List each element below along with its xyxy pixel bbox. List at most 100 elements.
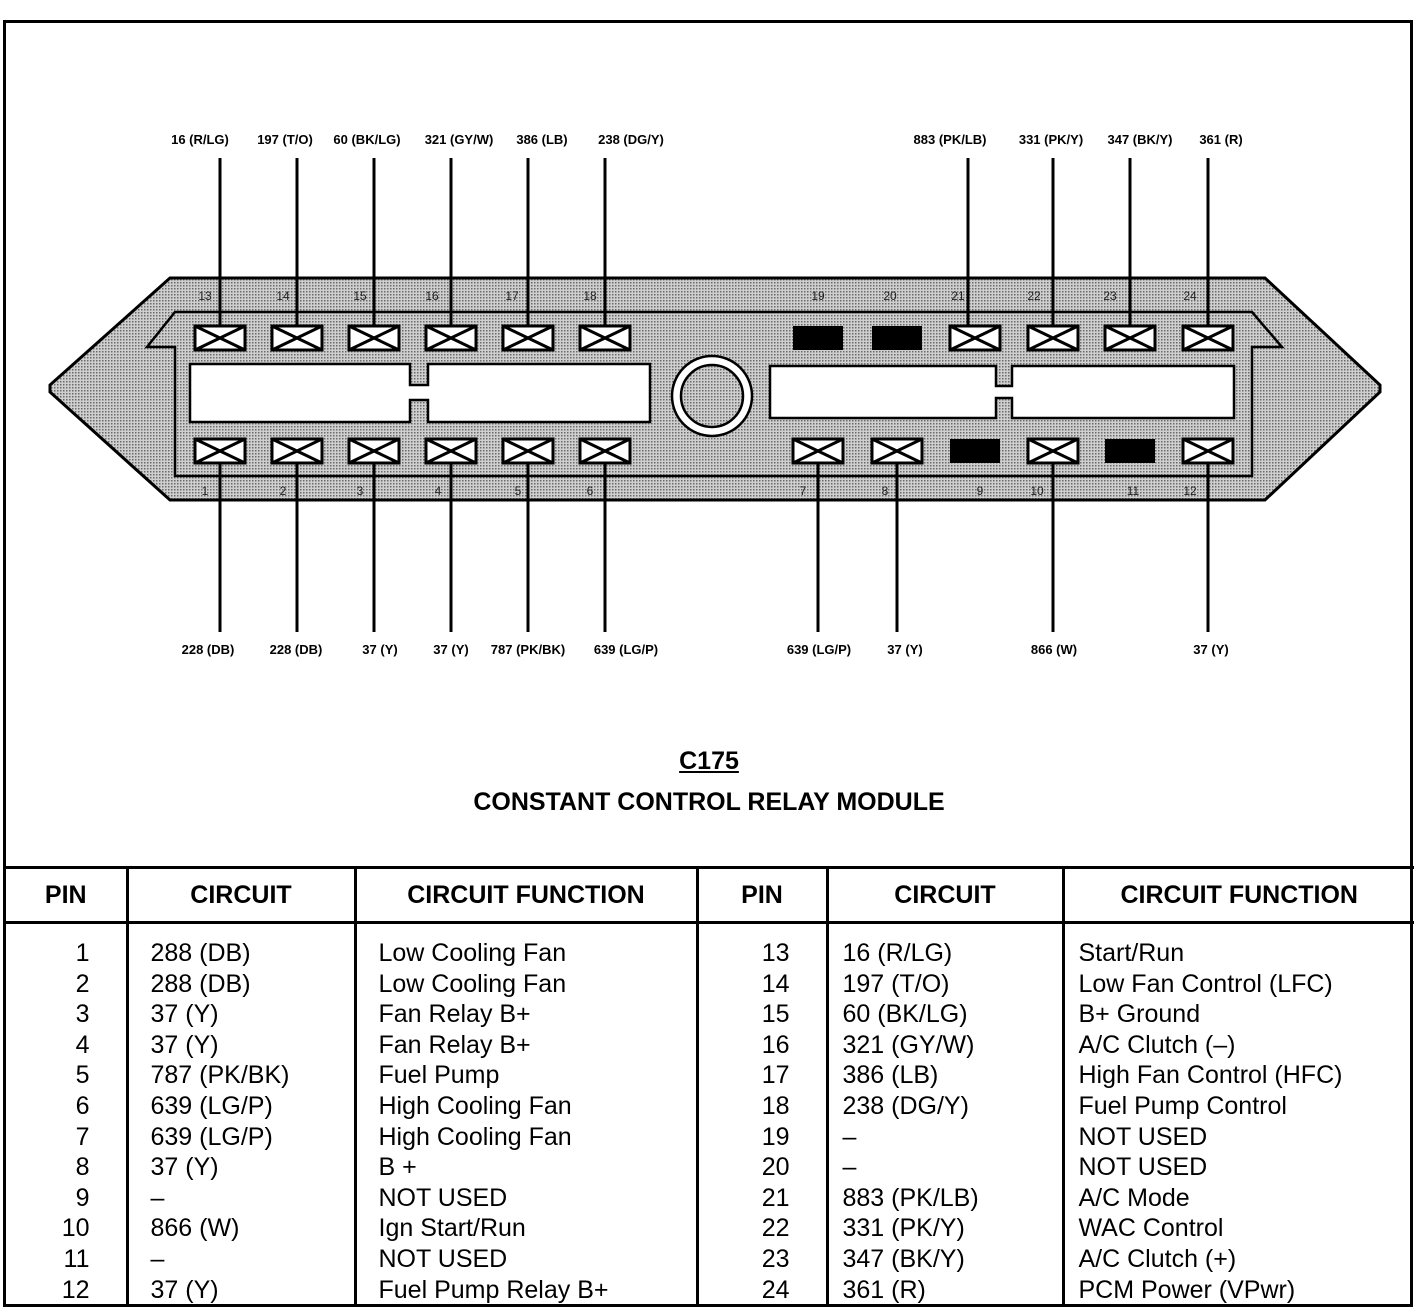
cavity-top-19 bbox=[793, 326, 843, 350]
pin-number-label: 4 bbox=[435, 484, 442, 498]
wire-label-top: 16 (R/LG) bbox=[171, 132, 229, 147]
pin-number-label: 11 bbox=[1127, 484, 1140, 498]
left-function-cell: B + bbox=[378, 1153, 417, 1182]
slot-right bbox=[768, 364, 1236, 420]
right-circuit-cell: 238 (DG/Y) bbox=[842, 1091, 969, 1120]
right-function-cell: High Fan Control (HFC) bbox=[1078, 1061, 1343, 1090]
connector-name: CONSTANT CONTROL RELAY MODULE bbox=[473, 788, 945, 816]
cavity-bottom-10 bbox=[1026, 437, 1080, 465]
header-pin: PIN bbox=[6, 866, 127, 924]
cavity-top-18 bbox=[578, 324, 632, 352]
left-function-cell: High Cooling Fan bbox=[378, 1091, 572, 1120]
connector-id: C175 bbox=[679, 747, 739, 775]
left-circuit-cell: 37 (Y) bbox=[150, 1000, 219, 1029]
left-circuit-cell: – bbox=[150, 1183, 165, 1212]
left-circuit-cell: 639 (LG/P) bbox=[150, 1091, 273, 1120]
pin-number-label: 1 bbox=[202, 484, 209, 498]
pin-number-label: 20 bbox=[883, 289, 897, 303]
left-function-cell: Fuel Pump Relay B+ bbox=[378, 1275, 609, 1304]
cavity-bottom-1 bbox=[193, 437, 247, 465]
right-pin-cell: 17 bbox=[761, 1061, 790, 1090]
left-function-cell: NOT USED bbox=[378, 1244, 508, 1273]
wire-label-top: 331 (PK/Y) bbox=[1019, 132, 1083, 147]
pin-number-label: 23 bbox=[1103, 289, 1117, 303]
cavity-bottom-11 bbox=[1105, 439, 1155, 463]
left-circuit-cell: 37 (Y) bbox=[150, 1153, 219, 1182]
cavity-bottom-4 bbox=[424, 437, 478, 465]
header-circuit-function: CIRCUIT FUNCTION bbox=[1061, 866, 1414, 924]
header-circuit-function: CIRCUIT FUNCTION bbox=[353, 866, 697, 924]
right-function-cell: NOT USED bbox=[1078, 1122, 1208, 1151]
left-pin-cell: 10 bbox=[61, 1214, 90, 1243]
left-function-cell: Low Cooling Fan bbox=[378, 939, 567, 967]
right-function-cell: Fuel Pump Control bbox=[1078, 1091, 1287, 1120]
wire-label-bottom: 37 (Y) bbox=[887, 642, 922, 657]
right-pin-cell: 19 bbox=[761, 1122, 790, 1151]
cavity-bottom-3 bbox=[347, 437, 401, 465]
right-circuit-cell: 386 (LB) bbox=[842, 1061, 939, 1090]
right-pin-cell: 13 bbox=[761, 939, 790, 967]
pin-number-label: 3 bbox=[357, 484, 364, 498]
wire-label-top: 361 (R) bbox=[1199, 132, 1242, 147]
left-circuit-cell: 37 (Y) bbox=[150, 1030, 219, 1059]
left-pin-cell: 7 bbox=[75, 1122, 90, 1151]
left-pin-cell: 4 bbox=[75, 1030, 90, 1059]
right-function-cell: Start/Run bbox=[1078, 939, 1185, 967]
wire-label-bottom: 866 (W) bbox=[1031, 642, 1077, 657]
connector-face bbox=[144, 310, 1285, 478]
cavity-top-15 bbox=[347, 324, 401, 352]
cavity-bottom-7 bbox=[791, 437, 845, 465]
pin-number-label: 12 bbox=[1183, 484, 1197, 498]
pin-number-label: 15 bbox=[353, 289, 367, 303]
wire-label-bottom: 787 (PK/BK) bbox=[491, 642, 565, 657]
pin-number-label: 24 bbox=[1183, 289, 1197, 303]
cavity-bottom-12 bbox=[1181, 437, 1235, 465]
left-circuit-cell: 37 (Y) bbox=[150, 1275, 219, 1304]
cavity-bottom-6 bbox=[578, 437, 632, 465]
pin-number-label: 2 bbox=[280, 484, 287, 498]
right-circuit-cell: – bbox=[842, 1122, 857, 1151]
left-circuit-cell: 288 (DB) bbox=[150, 939, 251, 967]
left-function-cell: NOT USED bbox=[378, 1183, 508, 1212]
right-function-cell: Low Fan Control (LFC) bbox=[1078, 969, 1333, 998]
pin-number-label: 21 bbox=[951, 289, 965, 303]
right-circuit-cell: 883 (PK/LB) bbox=[842, 1183, 979, 1212]
wire-label-bottom: 639 (LG/P) bbox=[594, 642, 658, 657]
pin-number-label: 5 bbox=[515, 484, 522, 498]
left-pin-cell: 8 bbox=[75, 1153, 90, 1182]
wire-label-top: 883 (PK/LB) bbox=[914, 132, 987, 147]
right-pin-cell: 22 bbox=[761, 1214, 790, 1243]
cavity-top-14 bbox=[270, 324, 324, 352]
pin-number-label: 22 bbox=[1027, 289, 1041, 303]
right-circuit-cell: 347 (BK/Y) bbox=[842, 1244, 965, 1273]
pin-number-label: 13 bbox=[198, 289, 212, 303]
right-circuit-cell: – bbox=[842, 1153, 857, 1182]
right-function-cell: A/C Clutch (+) bbox=[1078, 1244, 1237, 1273]
left-pin-cell: 12 bbox=[61, 1275, 90, 1304]
wire-label-top: 347 (BK/Y) bbox=[1107, 132, 1172, 147]
wire-label-top: 60 (BK/LG) bbox=[333, 132, 400, 147]
left-pin-cell: 9 bbox=[75, 1183, 90, 1212]
right-circuit-cell: 16 (R/LG) bbox=[842, 939, 953, 967]
left-pin-cell: 6 bbox=[75, 1091, 90, 1120]
right-function-cell: A/C Clutch (–) bbox=[1078, 1030, 1236, 1059]
header-pin: PIN bbox=[695, 866, 827, 924]
cavity-top-24 bbox=[1181, 324, 1235, 352]
right-function-cell: A/C Mode bbox=[1078, 1183, 1190, 1212]
wire-label-top: 386 (LB) bbox=[516, 132, 567, 147]
right-pin-cell: 21 bbox=[761, 1183, 790, 1212]
wire-label-bottom: 228 (DB) bbox=[270, 642, 323, 657]
left-pin-cell: 3 bbox=[75, 1000, 90, 1029]
locator-circle-inner bbox=[679, 363, 745, 429]
wire-label-bottom: 37 (Y) bbox=[362, 642, 397, 657]
right-function-cell: WAC Control bbox=[1078, 1214, 1224, 1243]
wire-label-bottom: 37 (Y) bbox=[1193, 642, 1228, 657]
cavity-bottom-5 bbox=[501, 437, 555, 465]
cavity-top-13 bbox=[193, 324, 247, 352]
right-pin-cell: 18 bbox=[761, 1091, 790, 1120]
right-circuit-cell: 197 (T/O) bbox=[842, 969, 950, 998]
cavity-bottom-8 bbox=[870, 437, 924, 465]
slot-left bbox=[188, 362, 652, 424]
